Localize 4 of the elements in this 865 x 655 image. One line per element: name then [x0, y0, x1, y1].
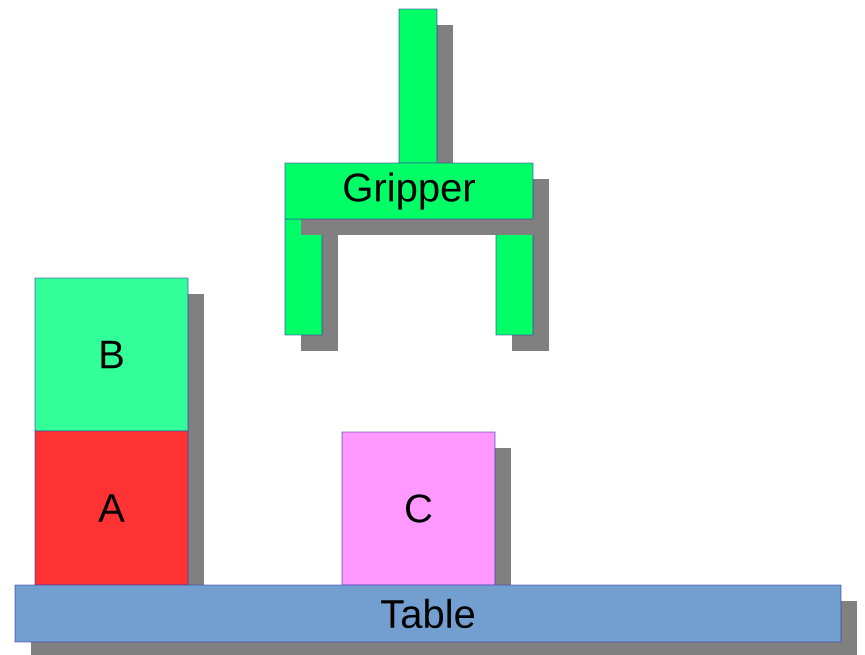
- block: A: [34, 430, 204, 601]
- block: B: [34, 278, 204, 447]
- gripper-bar: Gripper: [284, 162, 549, 235]
- table-slab: Table: [14, 584, 857, 655]
